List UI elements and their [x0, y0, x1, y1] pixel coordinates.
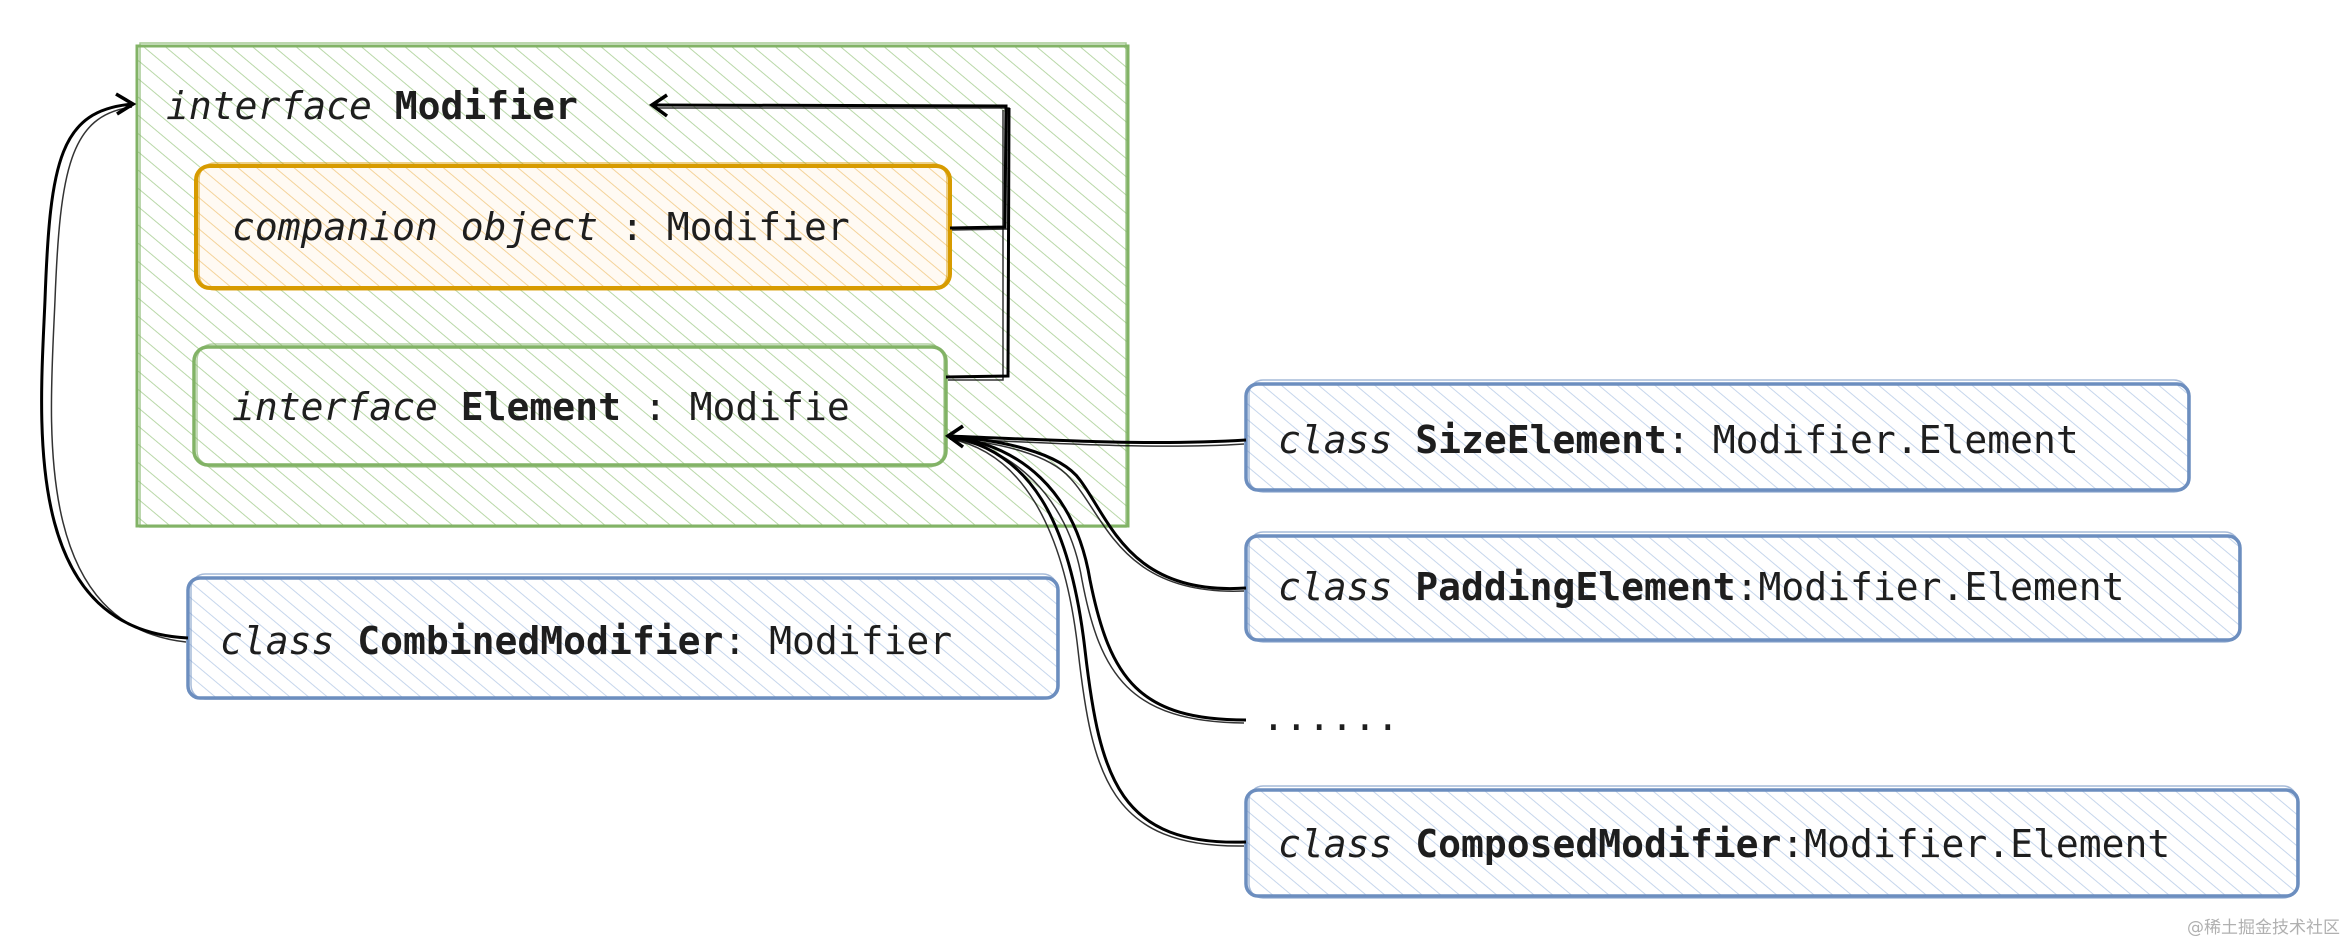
watermark: @稀土掘金技术社区 — [2187, 918, 2340, 938]
size-parent: Modifier.Element — [1712, 418, 2079, 462]
padding-element-label: class PaddingElement:Modifier.Element — [1278, 568, 2125, 606]
companion-text: companion object — [232, 205, 599, 249]
ellipsis-label: ...... — [1262, 698, 1399, 736]
composed-to-element-arrow — [944, 424, 1247, 847]
ellipsis-text: ...... — [1262, 695, 1400, 739]
padding-parent: Modifier.Element — [1758, 565, 2125, 609]
element-label: interface Element : Modifie — [232, 388, 850, 426]
combined-parent: Modifier — [769, 619, 953, 663]
composed-parent: Modifier.Element — [1804, 822, 2171, 866]
composed-modifier-label: class ComposedModifier:Modifier.Element — [1278, 825, 2170, 863]
element-name: Element — [460, 385, 621, 429]
modifier-title: interface Modifier — [166, 87, 578, 125]
companion-sep: : — [598, 205, 667, 249]
size-name: SizeElement — [1415, 418, 1667, 462]
size-keyword: class — [1278, 418, 1393, 462]
companion-label: companion object : Modifier — [232, 208, 850, 246]
combined-sep: : — [723, 619, 770, 663]
modifier-name: Modifier — [394, 84, 578, 128]
padding-name: PaddingElement — [1415, 565, 1736, 609]
element-box — [192, 343, 948, 468]
combined-to-modifier-arrow — [40, 92, 189, 643]
size-sep: : — [1666, 418, 1713, 462]
composed-name: ComposedModifier — [1415, 822, 1782, 866]
padding-keyword: class — [1278, 565, 1393, 609]
size-element-box — [1244, 379, 2191, 493]
element-parent: Modifie — [689, 385, 850, 429]
composed-sep: : — [1781, 822, 1805, 866]
padding-sep: : — [1735, 565, 1759, 609]
composed-keyword: class — [1278, 822, 1393, 866]
element-to-modifier-arrow — [945, 107, 1011, 381]
element-keyword: interface — [232, 385, 438, 429]
combined-keyword: class — [220, 619, 335, 663]
element-sep: : — [620, 385, 690, 429]
companion-parent: Modifier — [666, 205, 850, 249]
modifier-keyword: interface — [166, 84, 372, 128]
combined-modifier-label: class CombinedModifier: Modifier — [220, 622, 952, 660]
padding-to-element-arrow — [947, 434, 1247, 592]
combined-name: CombinedModifier — [357, 619, 724, 663]
size-element-label: class SizeElement: Modifier.Element — [1278, 421, 2079, 459]
